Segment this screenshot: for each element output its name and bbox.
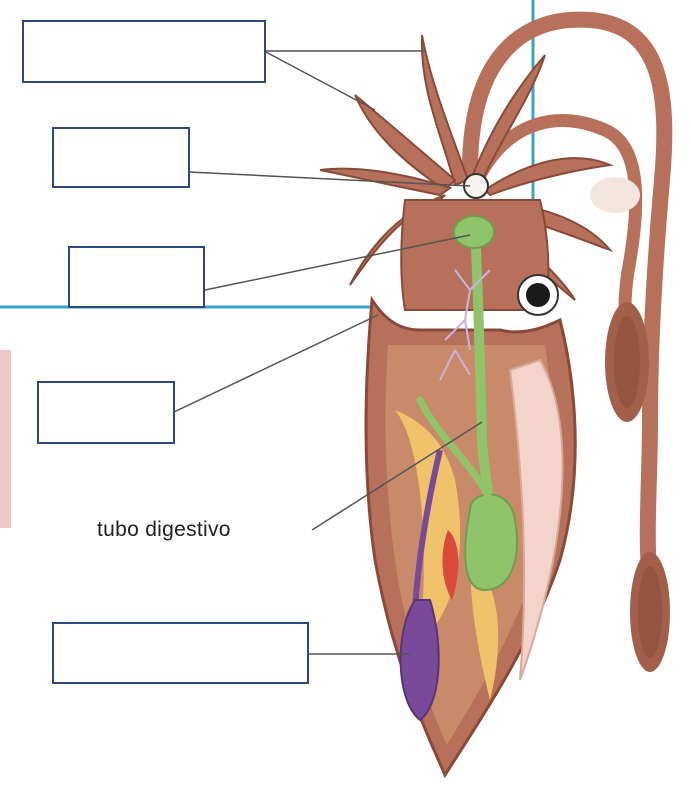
- eye-pupil: [526, 283, 550, 307]
- caption-tubo-digestivo: tubo digestivo: [97, 518, 231, 542]
- leader-arms-b: [264, 51, 375, 110]
- label-box-mantle[interactable]: [37, 381, 175, 444]
- label-box-ink-sac[interactable]: [52, 622, 309, 684]
- side-panel-fragment: [0, 350, 11, 528]
- ink-sac: [401, 600, 439, 720]
- stomach: [465, 494, 517, 590]
- label-box-arms[interactable]: [22, 20, 266, 83]
- label-box-ganglion[interactable]: [68, 246, 205, 308]
- label-box-mouth[interactable]: [52, 127, 190, 188]
- arm-web-highlight: [590, 177, 640, 213]
- buccal-mass: [454, 216, 494, 248]
- leader-mantle: [174, 315, 378, 412]
